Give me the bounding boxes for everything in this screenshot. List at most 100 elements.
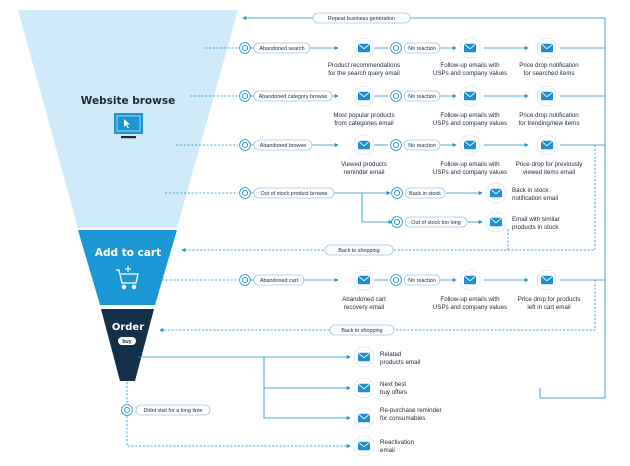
envelope-icon <box>459 134 481 156</box>
pill-out-of-stock-label: Out of stock product browse <box>260 191 327 197</box>
node-out-of-stock <box>239 187 251 199</box>
email-caption-line: Email with similar <box>512 216 560 223</box>
email-caption-line: USPs and company values <box>433 169 507 176</box>
node-no-reaction-2 <box>390 90 402 102</box>
email-caption-line: USPs and company values <box>433 304 507 311</box>
email-caption-line: Most popular products <box>333 112 394 119</box>
email-caption-line: Follow-up emails with <box>440 62 500 69</box>
envelope-icon <box>536 269 558 291</box>
pill-no-reaction-3-label: No reaction <box>408 143 436 149</box>
row1-0-l2: for the search query email <box>328 70 400 77</box>
email-caption-line: Viewed products <box>341 161 387 168</box>
pill-out-of-stock-long-label: Out of stock too long <box>411 220 460 226</box>
email-caption-line: Reactivation <box>380 439 415 446</box>
envelope-icon <box>353 407 375 429</box>
email-caption-line: Related <box>380 351 402 358</box>
monitor-icon <box>114 113 143 139</box>
node-out-of-stock-long <box>391 216 403 228</box>
pill-out-of-stock-long <box>404 216 468 228</box>
envelope-icon <box>353 346 375 368</box>
pill-didnt-visit-label: Didnt visit for a long time <box>143 408 202 414</box>
email-caption-line: Price drop notification <box>519 112 579 119</box>
node-abandoned-category <box>239 90 251 102</box>
email-caption-line: buy offers <box>380 389 407 396</box>
cart-icon <box>116 266 139 290</box>
row1-0-l1: Product recommendations <box>328 62 400 69</box>
email-caption-line: Follow-up emails with <box>440 161 500 168</box>
node-abandoned-browse <box>239 139 251 151</box>
pill-no-reaction-2 <box>403 90 441 102</box>
email-caption-line: products in stock <box>512 224 559 231</box>
email-caption-line: Next best <box>380 381 406 388</box>
email-caption-line: Back in stock <box>512 187 549 194</box>
pill-abandoned-category-label: Abandoned category browse <box>259 94 328 100</box>
email-caption-line: USPs and company values <box>433 70 507 77</box>
email-caption-line: Re-purchase reminder <box>380 407 442 414</box>
email-caption-line: for trending/new items <box>519 120 580 127</box>
funnel-label-website-browse: Website browse <box>81 95 175 107</box>
repeat-business-right-line <box>539 46 606 399</box>
node-didnt-visit <box>121 404 133 416</box>
email-caption-line: left in cart email <box>527 304 570 311</box>
email-caption-line: products email <box>380 359 420 366</box>
envelope-icon <box>485 182 507 204</box>
email-caption-line: Price drop notification <box>519 62 579 69</box>
node-no-reaction-3 <box>390 139 402 151</box>
pill-repeat-business-label: Repeat business generation <box>328 16 395 22</box>
envelope-icon <box>459 85 481 107</box>
email-caption-line: Follow-up emails with <box>440 112 500 119</box>
pill-no-reaction-4 <box>403 274 441 286</box>
email-caption-line: notification email <box>512 195 558 202</box>
pill-no-reaction-4-label: No reaction <box>408 278 436 284</box>
envelope-icon <box>353 134 375 156</box>
pill-abandoned-browse-label: Abandoned browse <box>260 143 306 149</box>
envelope-icon <box>536 134 558 156</box>
pill-repeat-business <box>312 12 411 24</box>
pill-abandoned-search-label: Abandoned search <box>259 46 304 52</box>
envelope-icon <box>485 211 507 233</box>
pill-back-to-shopping-1 <box>324 244 394 256</box>
funnel-label-add-to-cart: Add to cart <box>95 247 161 259</box>
pill-back-in-stock <box>404 187 446 199</box>
email-caption-line: from categories email <box>334 120 393 127</box>
pill-abandoned-cart <box>253 274 305 286</box>
email-caption-line: USPs and company values <box>433 120 507 127</box>
pill-abandoned-cart-label: Abandoned cart <box>260 278 299 284</box>
email-caption-line: recovery email <box>344 304 384 311</box>
envelope-icon <box>353 377 375 399</box>
pill-no-reaction-2-label: No reaction <box>408 94 436 100</box>
node-no-reaction-1 <box>390 42 402 54</box>
pill-didnt-visit <box>135 404 211 416</box>
envelope-icon <box>536 37 558 59</box>
node-back-in-stock <box>391 187 403 199</box>
email-caption-line: Price drop for previously <box>516 161 584 168</box>
email-caption-line: Follow-up emails with <box>440 296 500 303</box>
pill-out-of-stock <box>253 187 335 199</box>
node-no-reaction-4 <box>390 274 402 286</box>
